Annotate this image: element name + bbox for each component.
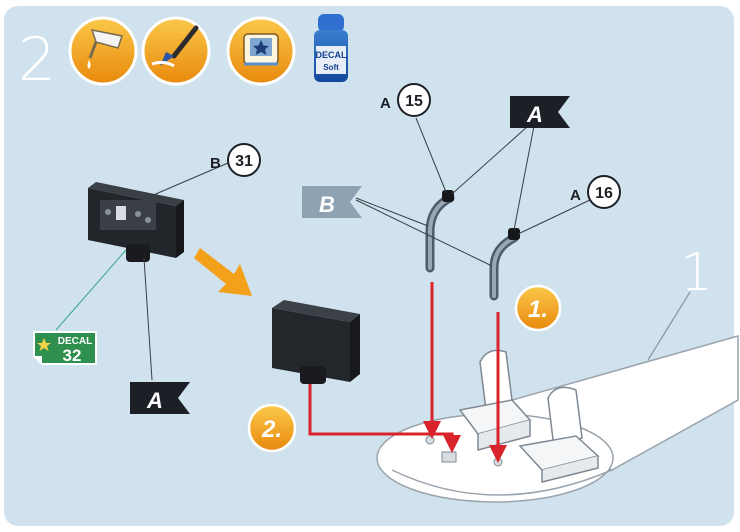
seat-left	[458, 349, 532, 451]
decal-water-icon	[226, 16, 296, 86]
step-number: 2	[18, 25, 56, 95]
instrument-panel-part	[88, 182, 184, 262]
a16-letter: A	[570, 187, 581, 204]
tube-16	[489, 228, 520, 301]
mount-slot	[441, 451, 457, 463]
a16-number: 16	[595, 185, 613, 202]
a15-leader-line	[415, 117, 447, 193]
decal-soft-bottle-icon: DECAL Soft	[314, 14, 348, 82]
step-1-label: 1.	[528, 296, 548, 323]
bottom-a-leader-line	[143, 257, 153, 381]
top-a-flag: A	[510, 96, 570, 128]
bottle-label-bottom: Soft	[323, 63, 339, 72]
mount-hole-1	[425, 435, 435, 445]
mount-hole-2	[493, 457, 503, 467]
part-1-label: 1	[680, 243, 713, 303]
a16-circle	[587, 175, 621, 209]
step-1-badge: 1.	[514, 284, 562, 332]
top-a-leader-2	[513, 125, 535, 231]
bottle-label-top: DECAL	[316, 50, 348, 60]
b-flag-leader-2	[355, 199, 493, 267]
left-b-flag-label: B	[319, 192, 335, 217]
b31-leader-line	[129, 162, 229, 206]
decal-tag-label: DECAL	[58, 336, 92, 347]
b31-letter: B	[210, 155, 221, 172]
top-a-flag-label: A	[526, 102, 543, 127]
decal-tag-number: 32	[63, 346, 82, 365]
decal-32-tag: DECAL 32	[33, 331, 97, 365]
step-2-label: 2.	[261, 416, 282, 443]
instrument-panel-placed	[272, 300, 360, 384]
b31-circle	[227, 143, 261, 177]
left-b-flag: B	[302, 186, 362, 218]
bottom-a-flag-label: A	[146, 388, 163, 413]
seat-right	[518, 386, 600, 483]
tube-15	[425, 190, 455, 273]
orange-direction-arrow	[194, 248, 252, 296]
bottom-a-flag: A	[130, 382, 190, 414]
a15-circle	[397, 83, 431, 117]
a15-number: 15	[405, 93, 423, 110]
glue-icon	[68, 16, 138, 86]
part-1-leader-line	[647, 291, 691, 361]
step-2-badge: 2.	[247, 403, 297, 453]
paint-brush-icon	[141, 16, 211, 86]
b31-number: 31	[235, 153, 253, 170]
top-a-leader-1	[451, 125, 529, 195]
b-flag-leader-1	[355, 197, 429, 227]
decal-leader-line	[55, 249, 127, 331]
a15-letter: A	[380, 95, 391, 112]
red-arrow-panel	[308, 384, 461, 453]
a16-leader-line	[517, 199, 591, 235]
